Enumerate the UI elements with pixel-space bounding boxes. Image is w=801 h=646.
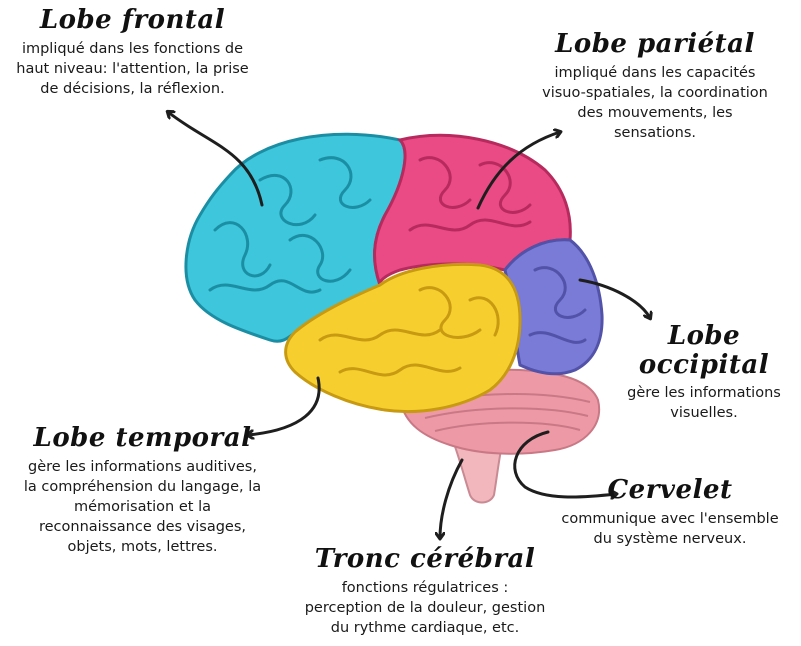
temporal-lobe-title: Lobe temporal xyxy=(0,424,285,453)
temporal-lobe-label: Lobe temporal gère les informations audi… xyxy=(0,424,285,557)
occipital-lobe-description: gère les informations visuelles. xyxy=(610,383,798,423)
cerebellum-description: communique avec l'ensemble du système ne… xyxy=(545,509,795,549)
brainstem-label: Tronc cérébral fonctions régulatrices : … xyxy=(280,545,570,638)
cerebellum-title: Cervelet xyxy=(545,476,795,505)
parietal-lobe-title: Lobe pariétal xyxy=(520,30,790,59)
frontal-lobe-label: Lobe frontal impliqué dans les fonctions… xyxy=(0,6,265,99)
occipital-lobe-label: Lobe occipital gère les informations vis… xyxy=(610,322,798,423)
parietal-lobe-description: impliqué dans les capacités visuo-spatia… xyxy=(520,63,790,143)
frontal-lobe-description: impliqué dans les fonctions de haut nive… xyxy=(0,39,265,99)
temporal-lobe-description: gère les informations auditives, la comp… xyxy=(0,457,285,557)
occipital-lobe-title: Lobe occipital xyxy=(610,322,798,379)
frontal-lobe-title: Lobe frontal xyxy=(0,6,265,35)
brainstem-title: Tronc cérébral xyxy=(280,545,570,574)
brainstem-description: fonctions régulatrices : perception de l… xyxy=(280,578,570,638)
cerebellum-label: Cervelet communique avec l'ensemble du s… xyxy=(545,476,795,549)
parietal-lobe-label: Lobe pariétal impliqué dans les capacité… xyxy=(520,30,790,143)
brainstem-arrow xyxy=(440,460,462,538)
